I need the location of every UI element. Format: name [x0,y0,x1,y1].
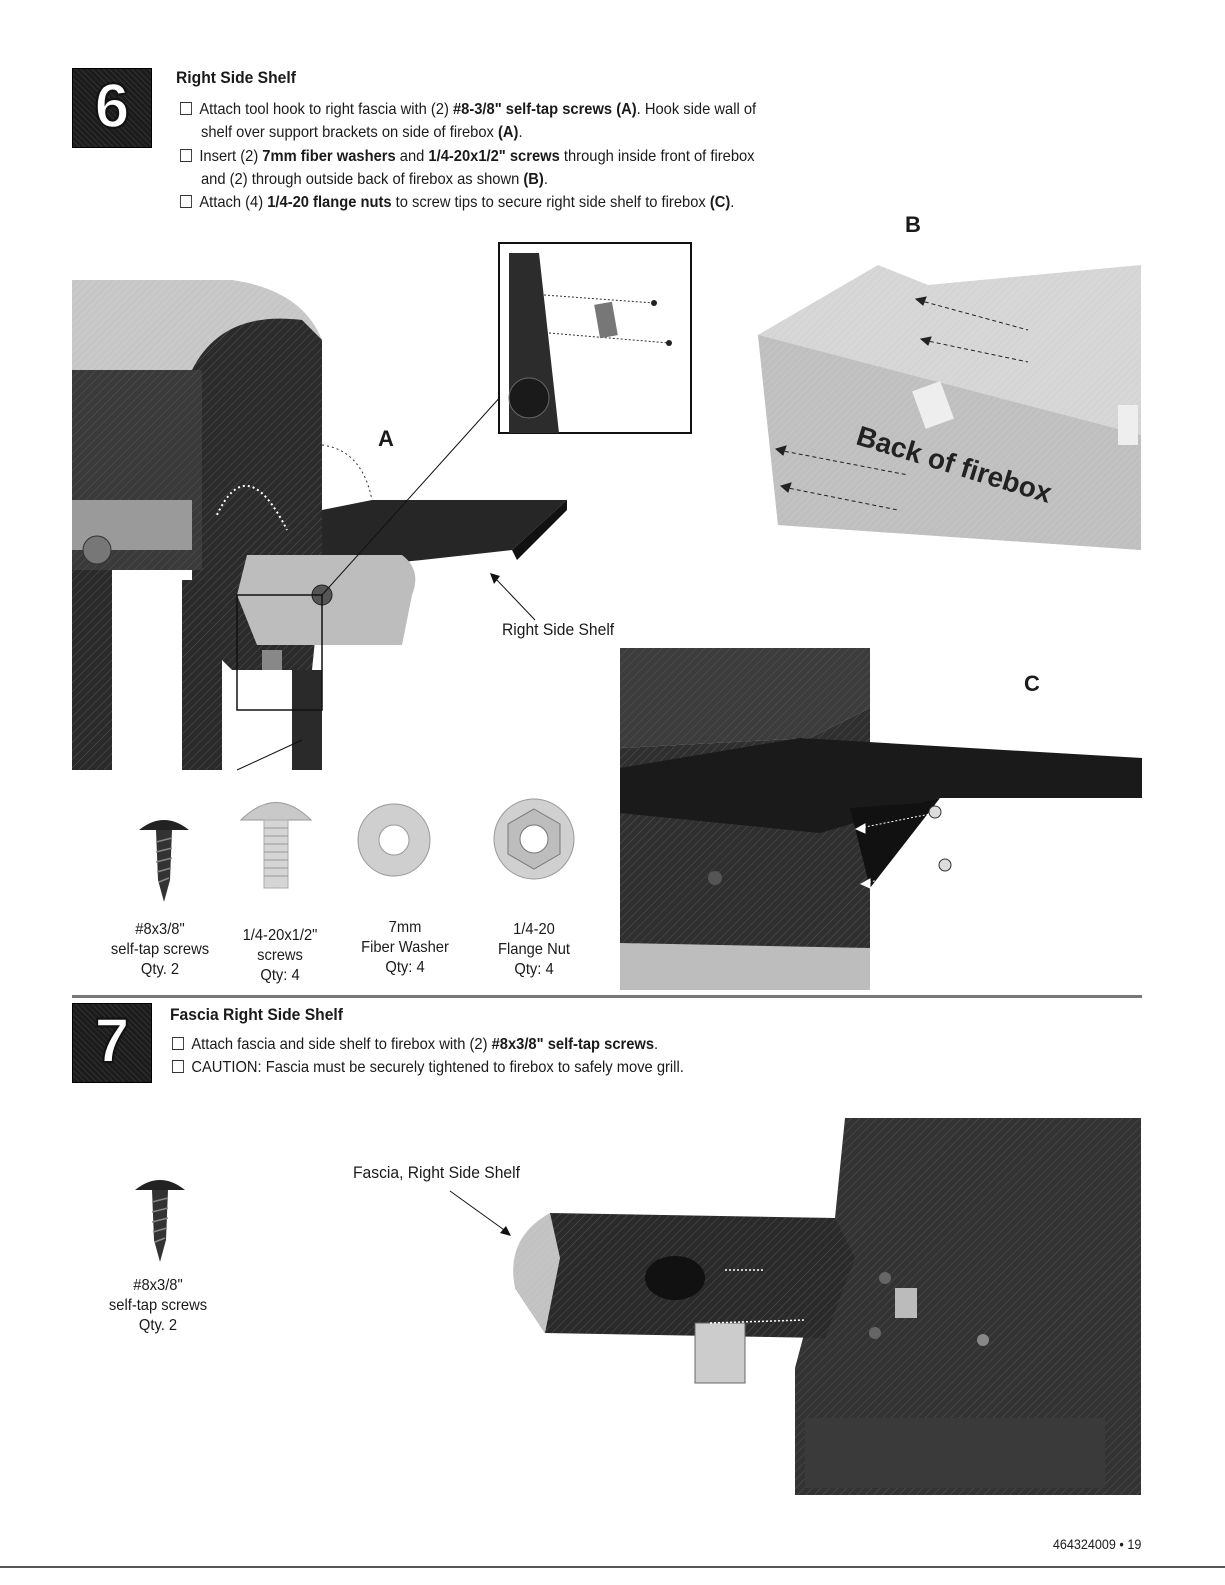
checkbox-icon[interactable] [180,102,192,115]
section-divider [72,995,1142,998]
step-7-title: Fascia Right Side Shelf [170,1005,343,1025]
illustration-b-firebox-back [758,225,1141,550]
checkbox-icon[interactable] [180,195,192,208]
step-6-instruction-1: Attach tool hook to right fascia with (2… [180,98,756,121]
bottom-border [0,1566,1225,1568]
label-b: B [905,212,921,238]
step-7-instruction-1: Attach fascia and side shelf to firebox … [172,1033,658,1056]
page-footer: 464324009 • 19 [1053,1536,1141,1552]
checkbox-icon[interactable] [172,1037,184,1050]
checkbox-icon[interactable] [172,1060,184,1073]
self-tap-screw-icon [130,1170,190,1265]
step-7-instruction-2: CAUTION: Fascia must be securely tighten… [172,1056,684,1079]
label-right-side-shelf: Right Side Shelf [502,620,614,640]
step-7-badge: 7 [72,1003,152,1083]
checkbox-icon[interactable] [180,149,192,162]
machine-screw-icon [236,790,316,890]
step-6-title: Right Side Shelf [176,68,296,88]
illustration-step-7 [495,1118,1141,1495]
label-c: C [1024,671,1040,697]
self-tap-screw-icon [134,810,194,905]
flange-nut-icon [490,795,578,883]
label-a: A [378,426,394,452]
inset-a-detail [499,243,691,433]
step-6-badge: 6 [72,68,152,148]
step-6-instruction-1b: shelf over support brackets on side of f… [201,121,523,144]
step-7-number: 7 [73,1006,151,1077]
step-6-instruction-2b: and (2) through outside back of firebox … [201,168,548,191]
step-6-number: 6 [73,71,151,142]
step-6-instruction-3: Attach (4) 1/4-20 flange nuts to screw t… [180,191,734,214]
step-6-instruction-2: Insert (2) 7mm fiber washers and 1/4-20x… [180,145,755,168]
illustration-c-flange-nuts [620,648,1142,990]
fiber-washer-icon [354,800,434,880]
